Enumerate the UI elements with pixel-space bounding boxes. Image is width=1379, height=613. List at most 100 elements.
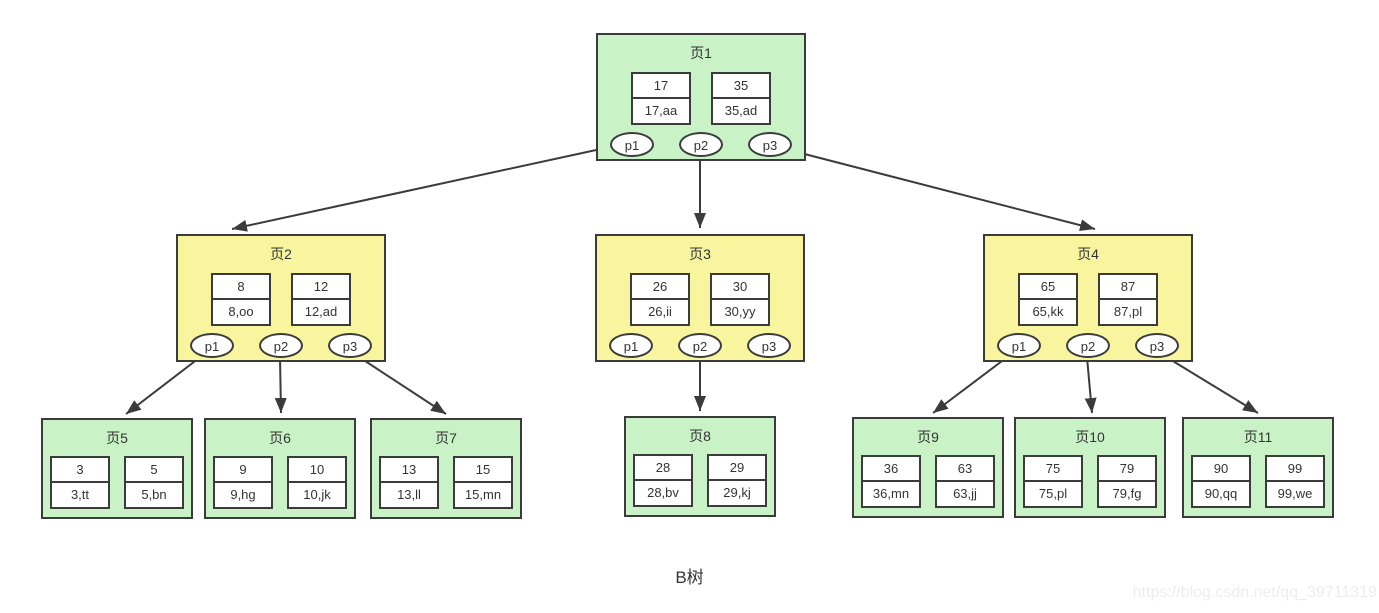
key-cell: 30 [712, 275, 768, 300]
btree-node-page5: 页5 3 3,tt 5 5,bn [41, 418, 193, 519]
node-title: 页1 [690, 45, 712, 61]
edge-p1-page9 [932, 354, 1011, 414]
key-box: 99 99,we [1265, 455, 1325, 508]
key-box: 63 63,jj [935, 455, 995, 508]
node-title: 页3 [689, 246, 711, 262]
pointer-p2: p2 [1066, 333, 1110, 358]
value-cell: 29,kj [723, 485, 751, 500]
key-cell: 10 [289, 458, 345, 483]
value-cell: 10,jk [303, 487, 331, 502]
key-cell: 35 [713, 74, 769, 99]
pointer-p2: p2 [259, 333, 303, 358]
value-cell: 3,tt [70, 487, 90, 502]
pointer-p1: p1 [997, 333, 1041, 358]
value-cell: 63,jj [953, 486, 977, 501]
node-title: 页11 [1243, 429, 1273, 445]
btree-node-page11: 页11 90 90,qq 99 99,we [1182, 417, 1334, 518]
value-cell: 9,hg [230, 487, 256, 502]
btree-node-page4: 页4 65 65,kk 87 87,pl p1 p2 p3 [983, 234, 1193, 362]
pointer-p3: p3 [748, 132, 792, 157]
edge-p1-page2 [231, 146, 611, 232]
key-box: 30 30,yy [710, 273, 770, 326]
value-cell: 79,fg [1112, 486, 1142, 501]
key-row: 13 13,ll 15 15,mn [372, 456, 520, 509]
key-box: 75 75,pl [1023, 455, 1083, 508]
node-title: 页9 [917, 429, 939, 445]
key-row: 90 90,qq 99 99,we [1184, 455, 1332, 508]
key-cell: 13 [381, 458, 437, 483]
btree-node-page7: 页7 13 13,ll 15 15,mn [370, 418, 522, 519]
key-box: 17 17,aa [631, 72, 691, 125]
key-cell: 65 [1020, 275, 1076, 300]
btree-node-page3: 页3 26 26,ii 30 30,yy p1 p2 p3 [595, 234, 805, 362]
node-title: 页7 [435, 430, 457, 446]
pointer-p3: p3 [328, 333, 372, 358]
key-box: 26 26,ii [630, 273, 690, 326]
key-cell: 3 [52, 458, 108, 483]
key-cell: 26 [632, 275, 688, 300]
pointer-row: p1 p2 p3 [598, 132, 804, 157]
key-cell: 8 [213, 275, 269, 300]
key-row: 17 17,aa 35 35,ad [598, 72, 804, 125]
key-box: 35 35,ad [711, 72, 771, 125]
key-cell: 15 [455, 458, 511, 483]
key-box: 28 28,bv [633, 454, 693, 507]
key-cell: 9 [215, 458, 271, 483]
watermark-text: https://blog.csdn.net/qq_39711319 [1132, 584, 1377, 601]
value-cell: 36,mn [872, 486, 910, 501]
key-row: 65 65,kk 87 87,pl [985, 273, 1191, 326]
edge-p2-page10 [1084, 356, 1097, 414]
key-box: 10 10,jk [287, 456, 347, 509]
value-cell: 87,pl [1113, 304, 1143, 319]
key-box: 29 29,kj [707, 454, 767, 507]
value-cell: 28,bv [647, 485, 679, 500]
value-cell: 90,qq [1204, 486, 1238, 501]
key-cell: 28 [635, 456, 691, 481]
key-cell: 29 [709, 456, 765, 481]
value-cell: 30,yy [724, 304, 756, 319]
btree-node-page10: 页10 75 75,pl 79 79,fg [1014, 417, 1166, 518]
node-title: 页8 [689, 428, 711, 444]
value-cell: 8,oo [228, 304, 254, 319]
key-cell: 75 [1025, 457, 1081, 482]
node-title: 页2 [270, 246, 292, 262]
key-row: 36 36,mn 63 63,jj [854, 455, 1002, 508]
key-cell: 36 [863, 457, 919, 482]
value-cell: 75,pl [1038, 486, 1068, 501]
key-box: 15 15,mn [453, 456, 513, 509]
node-title: 页4 [1077, 246, 1099, 262]
value-cell: 12,ad [304, 304, 338, 319]
key-row: 3 3,tt 5 5,bn [43, 456, 191, 509]
key-row: 9 9,hg 10 10,jk [206, 456, 354, 509]
key-box: 36 36,mn [861, 455, 921, 508]
pointer-p1: p1 [190, 333, 234, 358]
key-row: 28 28,bv 29 29,kj [626, 454, 774, 507]
key-box: 13 13,ll [379, 456, 439, 509]
key-box: 9 9,hg [213, 456, 273, 509]
key-box: 87 87,pl [1098, 273, 1158, 326]
value-cell: 99,we [1277, 486, 1313, 501]
key-cell: 87 [1100, 275, 1156, 300]
value-cell: 17,aa [644, 103, 678, 118]
pointer-row: p1 p2 p3 [178, 333, 384, 358]
pointer-row: p1 p2 p3 [597, 333, 803, 358]
value-cell: 15,mn [464, 487, 502, 502]
key-row: 26 26,ii 30 30,yy [597, 273, 803, 326]
key-box: 79 79,fg [1097, 455, 1157, 508]
btree-node-page8: 页8 28 28,bv 29 29,kj [624, 416, 776, 517]
pointer-p1: p1 [610, 132, 654, 157]
key-box: 90 90,qq [1191, 455, 1251, 508]
edge-p3-page11 [1162, 354, 1259, 414]
node-title: 页10 [1075, 429, 1105, 445]
key-cell: 17 [633, 74, 689, 99]
key-box: 12 12,ad [291, 273, 351, 326]
btree-node-page2: 页2 8 8,oo 12 12,ad p1 p2 p3 [176, 234, 386, 362]
key-box: 5 5,bn [124, 456, 184, 509]
value-cell: 5,bn [141, 487, 167, 502]
key-cell: 63 [937, 457, 993, 482]
pointer-p1: p1 [609, 333, 653, 358]
key-row: 8 8,oo 12 12,ad [178, 273, 384, 326]
key-cell: 99 [1267, 457, 1323, 482]
pointer-p3: p3 [747, 333, 791, 358]
